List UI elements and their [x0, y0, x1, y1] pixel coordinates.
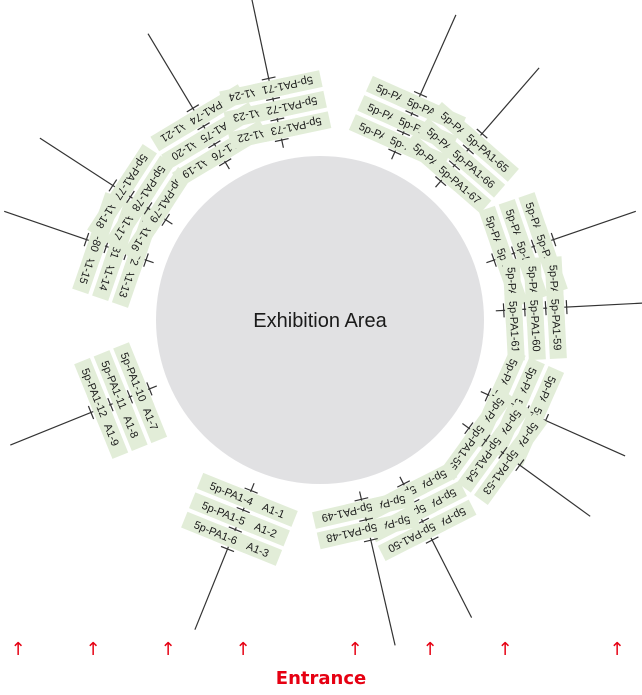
board-tick	[266, 96, 281, 101]
poster-board: 5p-PA1-60	[525, 291, 546, 361]
poster-board-bg	[188, 492, 259, 534]
board-tick	[544, 301, 547, 316]
poster-board-bg	[105, 144, 157, 211]
board-tick	[388, 148, 402, 156]
board-tick	[354, 497, 369, 502]
poster-board-bg	[93, 350, 135, 420]
entrance-arrow-icon: ↑	[422, 639, 437, 660]
poster-board-bg	[261, 111, 332, 143]
board-tick	[126, 390, 134, 404]
board-tick	[108, 179, 118, 192]
poster-board-bg	[181, 511, 251, 554]
board-tick	[161, 213, 171, 227]
board-tick	[511, 246, 517, 261]
poster-board-bg	[123, 155, 175, 222]
board-tick	[523, 302, 526, 317]
poster-board-bg	[457, 427, 511, 493]
board-tick	[425, 536, 439, 544]
board-tick	[397, 480, 411, 488]
board-tick	[498, 446, 508, 459]
poster-board: 5p-PA1-59	[546, 290, 567, 359]
entrance-arrow-icon: ↑	[497, 639, 512, 660]
poster-board-bg	[377, 514, 447, 562]
entrance-arrow-icon: ↑	[609, 639, 624, 660]
entrance-arrow-icon: ↑	[10, 639, 25, 660]
poster-board-bg	[312, 496, 383, 529]
board-tick	[228, 526, 243, 533]
board-tick	[484, 388, 492, 402]
board-tick	[274, 138, 289, 143]
board-tick	[186, 104, 200, 113]
board-tick	[476, 128, 488, 139]
poster-board: 5p-PA1-61	[504, 292, 525, 362]
board-tick	[530, 239, 537, 254]
board-tick	[464, 422, 474, 435]
board-tick	[502, 303, 505, 318]
board-tick	[218, 158, 232, 167]
exhibition-area-circle	[156, 156, 484, 484]
board-tick	[413, 90, 428, 98]
poster-label: 5p-PA1-61	[506, 301, 521, 353]
entrance-arrow-icon: ↑	[85, 639, 100, 660]
poster-board-bg	[256, 90, 327, 122]
poster-board-bg	[74, 357, 116, 428]
board-tick	[197, 122, 210, 131]
board-tick	[261, 76, 276, 81]
board-tick	[435, 176, 447, 187]
poster-board-bg	[316, 517, 387, 550]
poster-board-bg	[504, 292, 525, 362]
board-tick	[396, 129, 411, 137]
poster-board-bg	[525, 291, 546, 361]
poster-board-bg	[546, 290, 567, 359]
board-tick	[515, 459, 525, 472]
board-tick	[359, 517, 374, 522]
board-tick	[83, 232, 90, 247]
poster-board-bg	[456, 124, 519, 182]
board-tick	[208, 140, 221, 149]
board-tick	[87, 405, 95, 420]
board-tick	[363, 538, 378, 543]
board-tick	[146, 382, 153, 396]
poster-board-bg	[474, 439, 528, 506]
entrance-arrow-icon: ↑	[347, 639, 362, 660]
poster-board-bg	[196, 472, 267, 515]
board-tick	[462, 144, 474, 155]
poster-board-bg	[252, 70, 323, 101]
board-tick	[126, 190, 135, 204]
board-tick	[550, 232, 557, 247]
board-tick	[270, 117, 285, 122]
board-tick	[107, 397, 114, 412]
board-tick	[220, 545, 235, 553]
poster-board-bg	[442, 140, 506, 198]
board-tick	[405, 110, 419, 117]
board-tick	[448, 160, 461, 171]
poster-board-bg	[440, 415, 494, 481]
entrance-arrow-icon: ↑	[235, 639, 250, 660]
board-tick	[565, 300, 568, 315]
poster-board-bg	[428, 155, 492, 214]
board-tick	[236, 506, 250, 514]
board-tick	[491, 253, 497, 267]
poster-board-bg	[113, 342, 155, 412]
board-tick	[143, 253, 149, 267]
board-tick	[481, 434, 491, 447]
poster-label: 5p-PA1-59	[548, 298, 563, 350]
board-tick	[244, 487, 258, 494]
poster-label: 5p-PA1-60	[527, 300, 542, 352]
entrance-label: Entrance	[275, 668, 367, 689]
board-tick	[143, 202, 153, 215]
exhibition-area-label: Exhibition Area	[253, 310, 387, 332]
entrance-arrow-icon: ↑	[160, 639, 175, 660]
